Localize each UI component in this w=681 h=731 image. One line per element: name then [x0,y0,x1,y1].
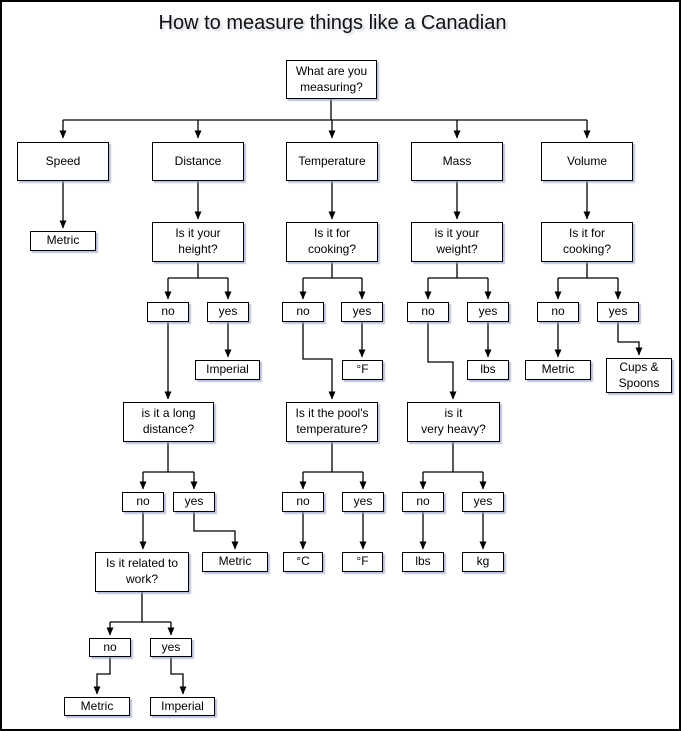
flow-node-root: What are you measuring? [286,60,377,99]
flow-node-heavy-lbs: lbs [402,552,444,572]
flow-node-work-metric: Metric [64,697,130,716]
flow-node-weight-lbs: lbs [467,360,509,380]
flow-node-volcook-no: no [537,302,579,322]
flow-node-height-no: no [147,302,189,322]
flow-node-height-imperial: Imperial [195,360,260,380]
flow-node-pool-celsius: °C [283,552,323,572]
flow-node-weight-yes: yes [467,302,509,322]
flow-node-heavy-kg: kg [462,552,504,572]
flow-node-long-no: no [122,492,164,512]
flow-node-heavy-no: no [402,492,444,512]
flow-node-temp-fahrenheit: °F [342,360,383,380]
flow-node-cups-and-spoons: Cups & Spoons [606,358,672,393]
flow-node-speed-metric: Metric [30,231,96,251]
flow-node-long-metric: Metric [202,552,268,572]
flow-node-speed: Speed [17,142,109,181]
flow-node-volcook-yes: yes [597,302,639,322]
flow-node-height-question: Is it your height? [152,222,244,262]
diagram-title: How to measure things like a Canadian [158,12,507,34]
flow-node-work-imperial: Imperial [150,697,215,716]
flow-node-heavy-question: is it very heavy? [407,402,500,442]
flow-node-weight-no: no [407,302,449,322]
flow-node-long-distance-question: is it a long distance? [123,402,214,442]
flow-node-weight-question: is it your weight? [411,222,503,262]
flow-node-long-yes: yes [173,492,215,512]
flow-node-temp-cooking-question: Is it for cooking? [286,222,378,262]
flow-node-mass: Mass [411,142,503,181]
flow-node-height-yes: yes [207,302,249,322]
flow-node-volume: Volume [541,142,633,181]
flow-node-tempcook-no: no [282,302,324,322]
flow-node-work-question: Is it related to work? [95,552,189,592]
flow-node-pool-fahrenheit: °F [342,552,383,572]
flow-node-work-no: no [89,638,131,657]
flow-node-temperature: Temperature [286,142,378,181]
flow-node-pool-no: no [282,492,324,512]
flow-node-heavy-yes: yes [462,492,504,512]
flow-node-work-yes: yes [150,638,192,657]
flow-node-pool-question: Is it the pool's temperature? [286,402,378,442]
flow-node-distance: Distance [152,142,244,181]
flow-node-volume-metric: Metric [525,360,591,380]
flow-node-volume-cooking-question: Is it for cooking? [541,222,633,262]
flow-node-tempcook-yes: yes [341,302,383,322]
flow-node-pool-yes: yes [342,492,384,512]
